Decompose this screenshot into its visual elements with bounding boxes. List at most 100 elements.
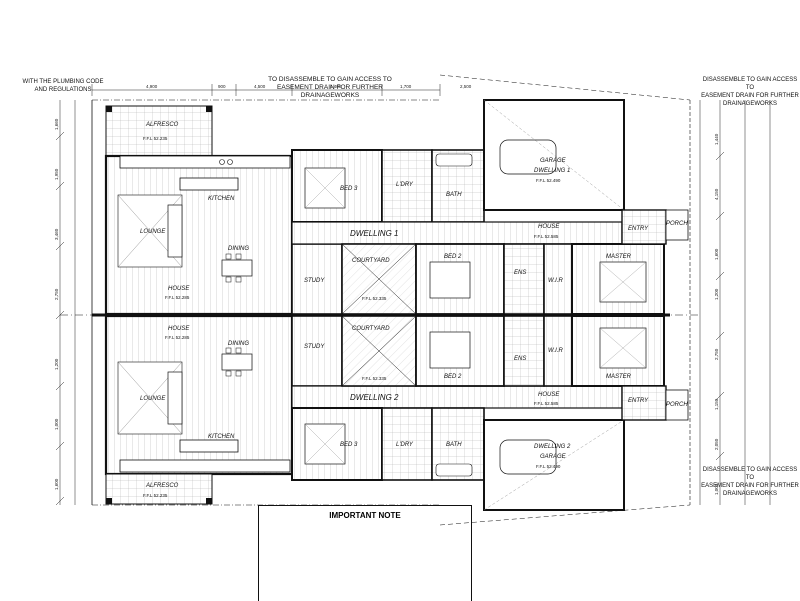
porch-2 — [665, 389, 689, 421]
dimension-lines — [59, 84, 771, 505]
entry-house-1: HOUSE — [538, 224, 560, 230]
alfresco-label-1: ALFRESCO — [145, 122, 179, 128]
important-note-box — [258, 505, 472, 601]
courtyard-label-2: COURTYARD — [352, 326, 390, 332]
dim-top-4: 4,400 — [330, 84, 342, 89]
courtyard-ffl-2: F.F.L 52.335 — [362, 376, 387, 381]
note-top-right: DISASSEMBLE TO GAIN ACCESS TO EASEMENT D… — [701, 77, 799, 107]
garage-dwelling-1: DWELLING 1 — [534, 168, 570, 174]
study-label-1: STUDY — [304, 278, 325, 284]
note-top-left: WITH THE PLUMBING CODE AND REGULATIONS — [22, 79, 104, 93]
dim-right-1: 1,440 — [714, 133, 719, 145]
study-label-2: STUDY — [304, 344, 325, 350]
ens-label-1: ENS — [514, 270, 526, 276]
dwelling-1 — [104, 99, 689, 316]
dim-left-5: 1,200 — [54, 358, 59, 370]
dining-label-2: DINING — [228, 341, 249, 347]
dim-right-6: 1,150 — [714, 398, 719, 410]
dim-top-2: 900 — [218, 84, 226, 89]
entry-ffl-2: F.F.L 52.585 — [534, 401, 559, 406]
master-label-2: MASTER — [606, 374, 632, 380]
dim-right-4: 1,200 — [714, 288, 719, 300]
garage-ffl-1: F.F.L 52.490 — [536, 178, 561, 183]
dim-left-7: 1,600 — [54, 478, 59, 490]
dim-top-6: 2,500 — [460, 84, 472, 89]
courtyard-label-1: COURTYARD — [352, 258, 390, 264]
bed2-label-2: BED 2 — [444, 374, 462, 380]
garage-dwelling-2: DWELLING 2 — [534, 444, 571, 450]
porch-1 — [665, 209, 689, 241]
courtyard-ffl-1: F.F.L 52.335 — [362, 296, 387, 301]
dim-right-7: 2,050 — [714, 438, 719, 450]
entry-label-1: ENTRY — [628, 226, 649, 232]
house-ffl-1: F.F.L 52.285 — [165, 295, 190, 300]
alfresco-ffl-2: F.F.L 52.235 — [143, 493, 168, 498]
dim-right-2: 4,150 — [714, 188, 719, 200]
study-1 — [291, 243, 343, 315]
dimension-labels-left: 1,660 1,950 3,460 2,750 1,200 1,000 1,60… — [54, 118, 59, 490]
dim-left-3: 3,460 — [54, 228, 59, 240]
garage-ffl-2: F.F.L 52.490 — [536, 464, 561, 469]
dim-right-5: 2,750 — [714, 348, 719, 360]
dim-left-6: 1,000 — [54, 418, 59, 430]
bed3-label-2: BED 3 — [340, 442, 358, 448]
dim-top-1: 4,900 — [146, 84, 158, 89]
house-label-1: HOUSE — [168, 286, 190, 292]
bed3-label-1: BED 3 — [340, 186, 358, 192]
ldry-label-2: L'DRY — [396, 442, 414, 448]
bath-label-2: BATH — [446, 442, 462, 448]
dim-right-8: 1,000 — [714, 483, 719, 495]
dwelling-name-1: DWELLING 1 — [350, 229, 398, 238]
house-ffl-2: F.F.L 52.285 — [165, 335, 190, 340]
dim-left-4: 2,750 — [54, 288, 59, 300]
dwelling-2 — [104, 314, 689, 511]
hallway-1 — [291, 221, 623, 245]
labels-dwelling-2: ALFRESCO F.F.L 52.235 KITCHEN LOUNGE DIN… — [140, 326, 688, 498]
garage-label-2: GARAGE — [540, 454, 567, 460]
important-note-title: IMPORTANT NOTE — [329, 511, 401, 520]
alfresco-label-2: ALFRESCO — [145, 483, 179, 489]
garage-label-1: GARAGE — [540, 158, 567, 164]
master-label-1: MASTER — [606, 254, 632, 260]
entry-1 — [621, 209, 667, 245]
note-bottom-right: DISASSEMBLE TO GAIN ACCESS TO EASEMENT D… — [701, 467, 799, 497]
dining-label-1: DINING — [228, 246, 249, 252]
ldry-label-1: L'DRY — [396, 182, 414, 188]
dwelling-name-2: DWELLING 2 — [350, 393, 399, 402]
ens-label-2: ENS — [514, 356, 526, 362]
note-top-center: TO DISASSEMBLE TO GAIN ACCESS TO EASEMEN… — [268, 76, 392, 99]
dim-left-1: 1,660 — [54, 118, 59, 130]
garage-1 — [483, 99, 625, 211]
wir-2 — [543, 315, 573, 387]
dim-right-3: 1,600 — [714, 248, 719, 260]
kitchen-label-1: KITCHEN — [208, 196, 235, 202]
lounge-label-1: LOUNGE — [140, 229, 166, 235]
ens-2 — [503, 315, 545, 387]
bath-label-1: BATH — [446, 192, 462, 198]
dim-top-5: 1,700 — [400, 84, 412, 89]
dimension-labels-right: 1,440 4,150 1,600 1,200 2,750 1,150 2,05… — [714, 133, 719, 495]
alfresco-1 — [105, 105, 213, 157]
entry-label-2: ENTRY — [628, 398, 649, 404]
bed2-label-1: BED 2 — [444, 254, 462, 260]
kitchen-label-2: KITCHEN — [208, 434, 235, 440]
dim-left-2: 1,950 — [54, 168, 59, 180]
entry-2 — [621, 385, 667, 421]
entry-ffl-1: F.F.L 52.585 — [534, 234, 559, 239]
study-2 — [291, 315, 343, 387]
dimension-ticks — [55, 131, 725, 506]
dim-top-3: 4,500 — [254, 84, 266, 89]
hallway-2 — [291, 385, 623, 409]
alfresco-2 — [105, 473, 213, 505]
ldry-2 — [381, 407, 433, 481]
lounge-label-2: LOUNGE — [140, 396, 166, 402]
ens-1 — [503, 243, 545, 315]
garage-2 — [483, 419, 625, 511]
porch-label-1: PORCH — [666, 221, 688, 227]
house-label-2: HOUSE — [168, 326, 190, 332]
dimension-labels-top: 4,900 900 4,500 4,400 1,700 2,500 — [146, 84, 472, 89]
entry-house-2: HOUSE — [538, 392, 560, 398]
wir-label-1: W.I.R — [548, 278, 563, 284]
porch-label-2: PORCH — [666, 402, 688, 408]
